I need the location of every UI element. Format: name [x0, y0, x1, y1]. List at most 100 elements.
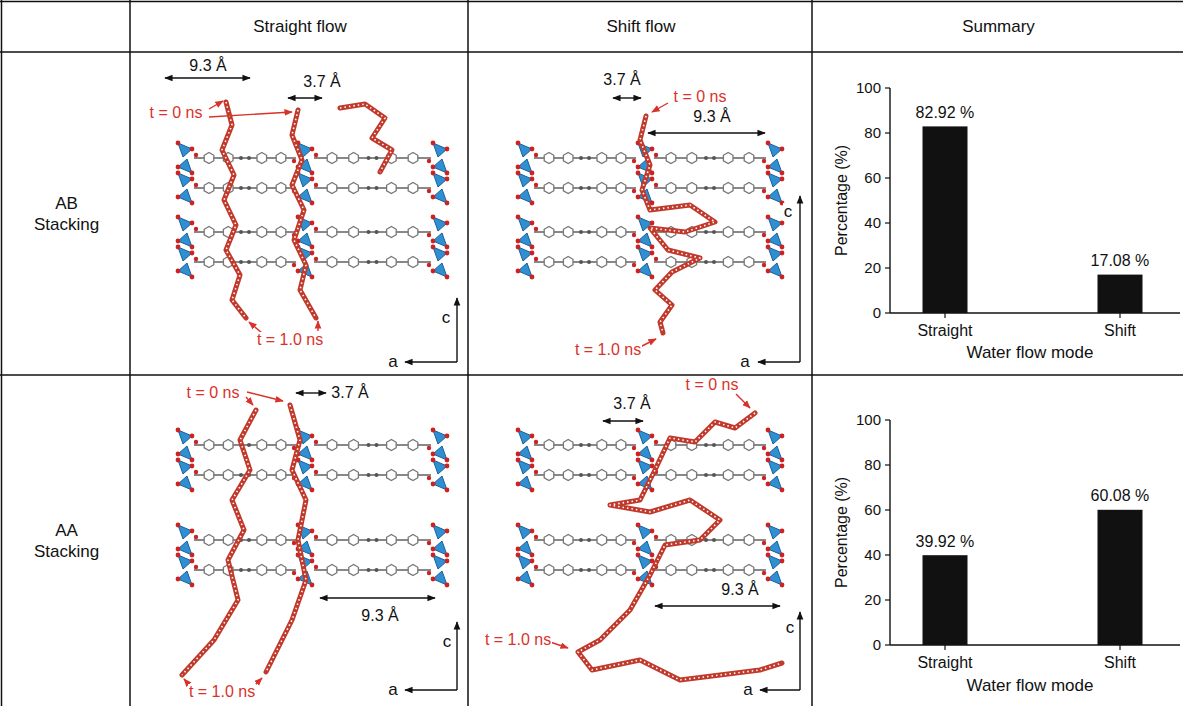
carbon-atom — [704, 156, 708, 160]
oxygen-atom — [780, 583, 785, 588]
oxygen-atom — [292, 541, 296, 545]
oxygen-atom — [427, 571, 431, 575]
benzene-ring — [387, 440, 397, 451]
benzene-ring — [276, 153, 286, 164]
organic-linker — [654, 183, 766, 194]
metal-cluster — [636, 428, 655, 463]
bar — [923, 126, 968, 313]
time-label: t = 0 ns — [673, 89, 728, 106]
dimension-arrow — [288, 97, 322, 98]
oxygen-atom — [530, 147, 535, 152]
benzene-ring — [349, 153, 359, 164]
benzene-ring — [666, 183, 676, 194]
oxygen-atom — [445, 275, 450, 280]
oxygen-atom — [650, 251, 655, 256]
oxygen-atom — [445, 201, 450, 206]
benzene-ring — [257, 440, 267, 451]
carbon-atom — [579, 568, 583, 572]
oxygen-atom — [314, 227, 318, 231]
oxygen-atom — [636, 165, 641, 170]
oxygen-atom — [445, 221, 450, 226]
axis-title: Percentage (%) — [835, 143, 852, 256]
oxygen-atom — [762, 571, 766, 575]
oxygen-atom — [762, 263, 766, 267]
axis-label: c — [442, 633, 453, 651]
benzene-ring — [744, 565, 754, 576]
benzene-ring — [723, 153, 733, 164]
oxygen-atom — [431, 195, 436, 200]
oxygen-atom — [292, 571, 296, 575]
organic-linker — [534, 470, 636, 481]
oxygen-atom — [530, 275, 535, 280]
oxygen-atom — [176, 482, 181, 487]
oxygen-atom — [516, 215, 521, 220]
axis-label: c — [785, 619, 796, 637]
oxygen-atom — [636, 577, 641, 582]
carbon-atom — [375, 230, 379, 234]
organic-linker — [194, 183, 296, 194]
benzene-ring — [666, 153, 676, 164]
category-label: Straight — [916, 655, 973, 672]
dimension-label: 9.3 Å — [720, 582, 759, 599]
oxygen-atom — [516, 171, 521, 176]
oxygen-atom — [762, 233, 766, 237]
benzene-ring — [723, 257, 733, 268]
oxygen-atom — [194, 470, 198, 474]
oxygen-atom — [762, 476, 766, 480]
carbon-atom — [579, 260, 583, 264]
benzene-ring — [616, 440, 626, 451]
bar-value: 82.92 % — [915, 105, 976, 122]
oxygen-atom — [176, 269, 181, 274]
tick-label: 60 — [863, 170, 882, 186]
oxygen-atom — [445, 488, 450, 493]
oxygen-atom — [176, 239, 181, 244]
tick-mark — [885, 554, 890, 555]
oxygen-atom — [431, 458, 436, 463]
oxygen-atom — [431, 428, 436, 433]
benzene-ring — [387, 535, 397, 546]
organic-linker — [534, 183, 636, 194]
tick-mark — [1119, 645, 1120, 650]
oxygen-atom — [780, 559, 785, 564]
benzene-ring — [349, 183, 359, 194]
carbon-atom — [712, 568, 716, 572]
oxygen-atom — [516, 165, 521, 170]
organic-linker — [314, 440, 431, 451]
carbon-atom — [367, 156, 371, 160]
oxygen-atom — [766, 553, 771, 558]
oxygen-atom — [194, 257, 198, 261]
leader-arrow — [550, 642, 568, 648]
carbon-atom — [375, 568, 379, 572]
oxygen-atom — [190, 529, 195, 534]
metal-cluster — [766, 171, 785, 206]
oxygen-atom — [632, 189, 636, 193]
oxygen-atom — [530, 464, 535, 469]
benzene-ring — [349, 565, 359, 576]
benzene-ring — [223, 535, 233, 546]
metal-cluster — [636, 523, 655, 558]
benzene-ring — [204, 183, 214, 194]
benzene-ring — [387, 257, 397, 268]
oxygen-atom — [530, 434, 535, 439]
oxygen-atom — [530, 529, 535, 534]
tick-label: 100 — [855, 80, 882, 96]
carbon-atom — [704, 443, 708, 447]
oxygen-atom — [534, 153, 538, 157]
carbon-atom — [712, 260, 716, 264]
metal-cluster — [431, 171, 450, 206]
oxygen-atom — [314, 153, 318, 157]
carbon-atom — [247, 156, 251, 160]
oxygen-atom — [766, 452, 771, 457]
crystal-axis-arrow — [456, 298, 457, 362]
oxygen-atom — [194, 227, 198, 231]
benzene-ring — [349, 535, 359, 546]
benzene-ring — [544, 535, 554, 546]
benzene-ring — [723, 227, 733, 238]
time-label: t = 0 ns — [186, 385, 241, 402]
oxygen-atom — [766, 165, 771, 170]
oxygen-atom — [427, 476, 431, 480]
carbon-atom — [247, 186, 251, 190]
oxygen-atom — [190, 275, 195, 280]
grid-line — [0, 51, 1183, 53]
oxygen-atom — [427, 446, 431, 450]
